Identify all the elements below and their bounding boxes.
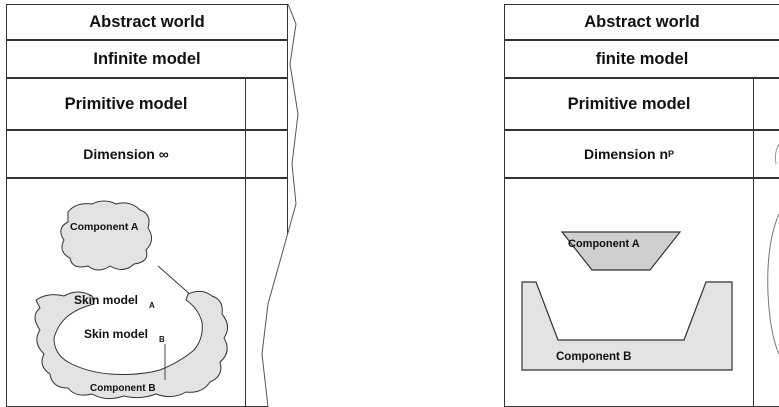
dimension-label: Dimension ∞ [6,130,246,178]
component-b-label: Component B [90,383,156,394]
primitive-model-header: Primitive model [504,78,754,130]
component-a-skin-shape [60,200,152,271]
infinite-model-diagram: Component A Skin model A Skin model B Co… [34,4,302,407]
adjacent-column-cell [754,78,779,130]
abstract-world-header: Abstract world [6,4,288,40]
adjacent-column-cell [754,130,779,178]
skin-model-b-label: Skin model [84,327,148,341]
component-a-trapezoid [560,231,682,271]
component-b-skin-shape [34,290,228,400]
skin-model-b-subscript: B [159,335,165,344]
dimension-text: Dimension n [583,146,668,162]
infinite-model-panel: Abstract world Infinite model Primitive … [6,4,302,407]
infinite-model-header: Infinite model [6,40,288,78]
component-a-label: Component A [70,221,139,233]
skin-model-a-label: Skin model [74,293,138,307]
skin-model-a-subscript: A [149,301,155,310]
component-a-label: Component A [568,238,640,250]
torn-edge [262,4,302,407]
primitive-model-header: Primitive model [6,78,246,130]
cutoff-shape-fragment [767,213,779,355]
dimension-subscript: P [668,149,675,159]
component-b-block [521,281,733,371]
finite-model-diagram: Component A Component B [521,143,779,371]
finite-model-header: finite model [504,40,779,78]
finite-model-panel: Abstract world finite model Primitive mo… [504,4,779,407]
cutoff-shape-fragment [774,143,779,165]
adjacent-column-cell [246,130,288,178]
adjacent-column-cell [246,78,288,130]
abstract-world-header: Abstract world [504,4,779,40]
skin-model-a-leader [157,265,193,297]
torn-edge-line [261,4,299,407]
component-b-label: Component B [556,351,631,363]
